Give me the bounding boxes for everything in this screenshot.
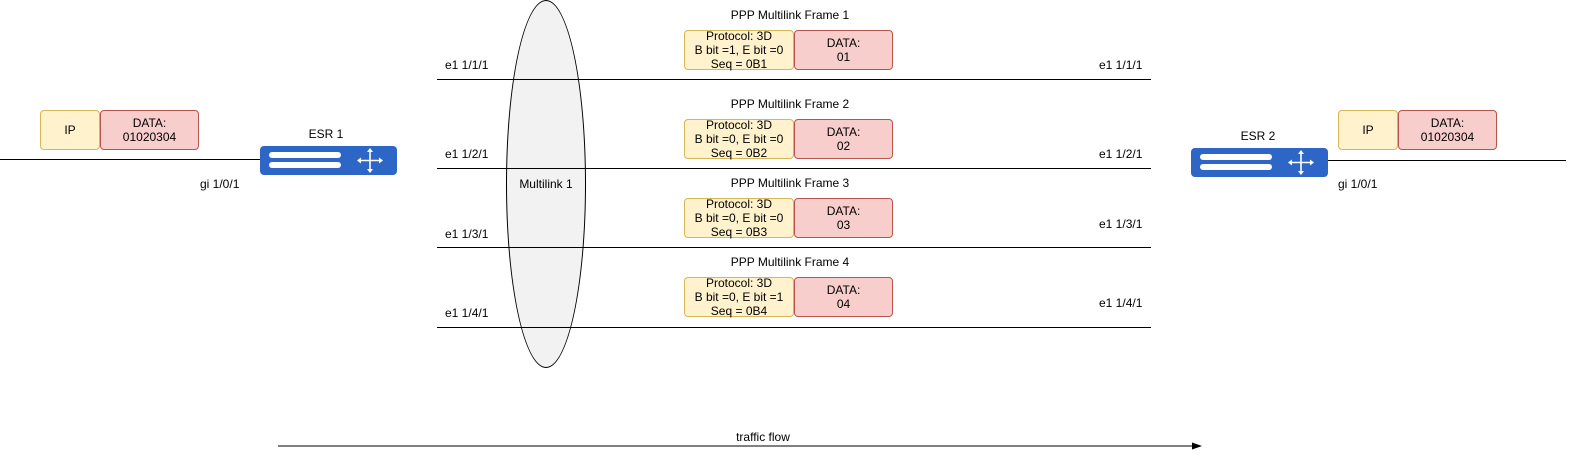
esr1-uplink-line xyxy=(0,159,262,160)
esr1-ip-header-box: IP xyxy=(40,110,100,150)
esr1-port-label: gi 1/0/1 xyxy=(200,177,240,191)
esr1-data-box: DATA: 01020304 xyxy=(100,110,199,150)
frame-4-header-box: Protocol: 3D B bit =0, E bit =1 Seq = 0B… xyxy=(684,276,794,318)
link-1-right-port: e1 1/1/1 xyxy=(1099,58,1143,72)
traffic-flow-label: traffic flow xyxy=(736,430,790,444)
esr2-label: ESR 2 xyxy=(1240,129,1276,143)
router-arrows-icon xyxy=(1288,150,1314,175)
link-2-left-port: e1 1/2/1 xyxy=(445,147,489,161)
frame-2-data-box: DATA: 02 xyxy=(794,119,893,159)
frame-3-header-box: Protocol: 3D B bit =0, E bit =0 Seq = 0B… xyxy=(684,197,794,239)
esr1-label: ESR 1 xyxy=(308,127,344,141)
esr2-uplink-line xyxy=(1326,160,1566,161)
link-4-right-port: e1 1/4/1 xyxy=(1099,296,1143,310)
e1-link-line-2 xyxy=(437,168,1151,169)
esr2-data-box: DATA: 01020304 xyxy=(1398,110,1497,150)
frame-2-header-box: Protocol: 3D B bit =0, E bit =0 Seq = 0B… xyxy=(684,118,794,160)
frame-4-title: PPP Multilink Frame 4 xyxy=(730,255,850,269)
e1-link-line-1 xyxy=(437,79,1151,80)
e1-link-line-3 xyxy=(437,247,1151,248)
link-4-left-port: e1 1/4/1 xyxy=(445,306,489,320)
frame-1-title: PPP Multilink Frame 1 xyxy=(730,8,850,22)
esr2-port-label: gi 1/0/1 xyxy=(1338,177,1378,191)
esr2-router-icon xyxy=(1191,148,1328,177)
esr2-ip-header-box: IP xyxy=(1338,110,1398,150)
frame-1-data-box: DATA: 01 xyxy=(794,30,893,70)
link-3-left-port: e1 1/3/1 xyxy=(445,227,489,241)
router-arrows-icon xyxy=(357,148,383,173)
multilink-bundle-label: Multilink 1 xyxy=(519,177,573,191)
frame-4-data-box: DATA: 04 xyxy=(794,277,893,317)
frame-2-title: PPP Multilink Frame 2 xyxy=(730,97,850,111)
esr1-router-icon xyxy=(260,146,397,175)
multilink-bundle-ellipse xyxy=(506,0,586,368)
traffic-flow-arrow xyxy=(278,442,1202,450)
link-2-right-port: e1 1/2/1 xyxy=(1099,147,1143,161)
frame-3-data-box: DATA: 03 xyxy=(794,198,893,238)
e1-link-line-4 xyxy=(437,327,1151,328)
frame-3-title: PPP Multilink Frame 3 xyxy=(730,176,850,190)
frame-1-header-box: Protocol: 3D B bit =1, E bit =0 Seq = 0B… xyxy=(684,29,794,71)
link-3-right-port: e1 1/3/1 xyxy=(1099,217,1143,231)
link-1-left-port: e1 1/1/1 xyxy=(445,58,489,72)
